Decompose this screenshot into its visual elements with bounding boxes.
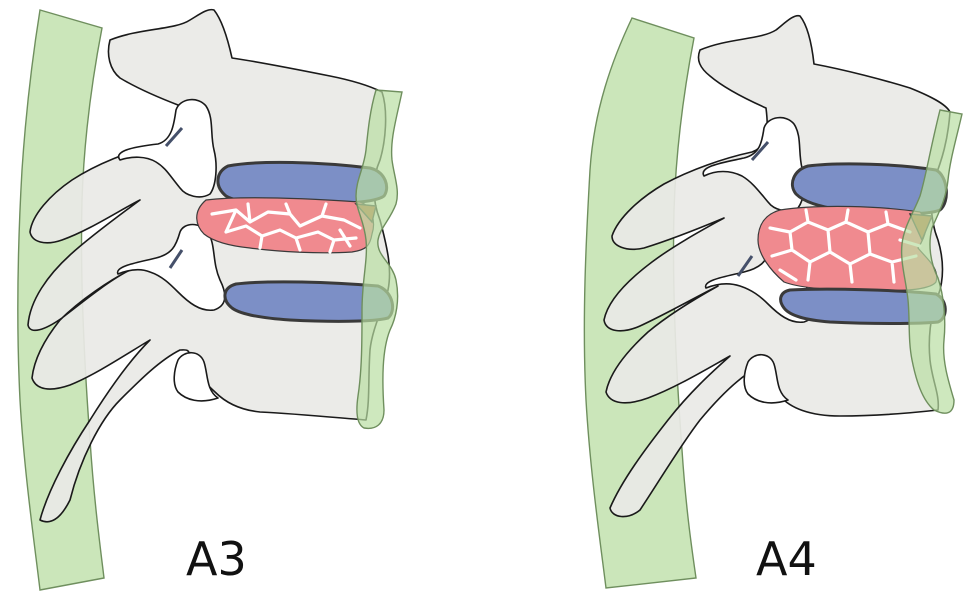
panel-label: A4 xyxy=(756,532,817,586)
panel-label: A3 xyxy=(186,532,247,586)
panel-a4: A4 xyxy=(584,16,962,588)
panel-a3: A3 xyxy=(18,10,402,590)
